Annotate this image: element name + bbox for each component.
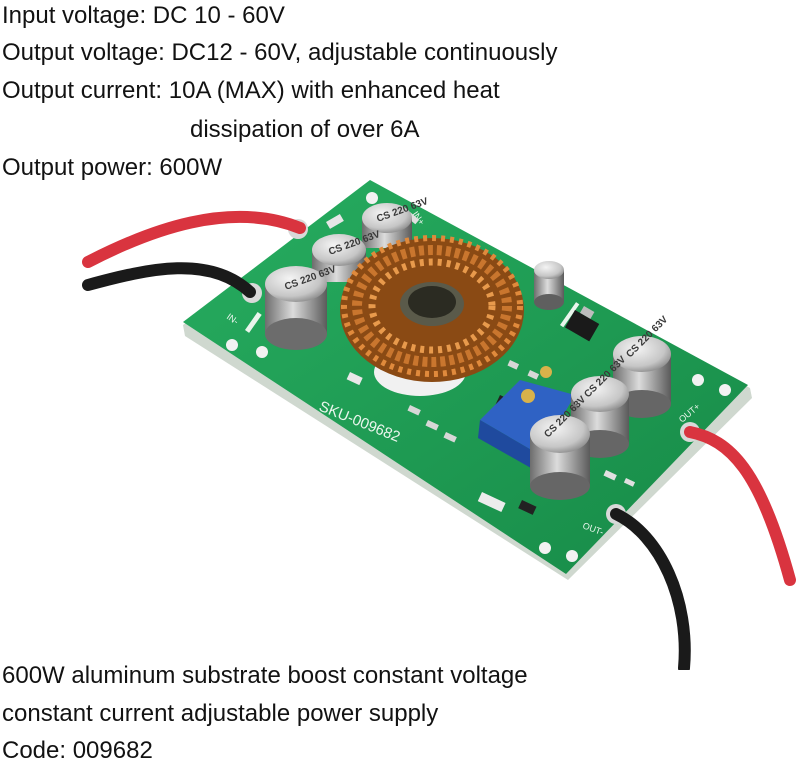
capacitor-small xyxy=(534,261,564,310)
product-photo: SKU-009682 IN- IN+ OUT+ OUT- xyxy=(82,180,796,670)
spec-output-current-continued: dissipation of over 6A xyxy=(190,116,420,143)
trimpot[interactable] xyxy=(478,366,575,472)
output-positive-wire xyxy=(684,426,796,586)
spec-output-voltage: Output voltage: DC12 - 60V, adjustable c… xyxy=(2,39,558,66)
input-positive-wire xyxy=(82,211,306,268)
product-caption-line-2: constant current adjustable power supply xyxy=(2,700,439,727)
input-negative-wire xyxy=(82,262,256,298)
spec-input-voltage: Input voltage: DC 10 - 60V xyxy=(2,2,285,29)
product-caption-line-1: 600W aluminum substrate boost constant v… xyxy=(2,662,528,689)
silk-marks xyxy=(245,302,580,333)
toroid-inductor xyxy=(340,235,524,396)
product-code: Code: 009682 xyxy=(2,737,153,764)
spec-output-power: Output power: 600W xyxy=(2,154,223,181)
capacitor-input: CS 220 63V xyxy=(265,264,338,350)
output-negative-wire xyxy=(610,508,691,670)
spec-output-current: Output current: 10A (MAX) with enhanced … xyxy=(2,77,500,104)
